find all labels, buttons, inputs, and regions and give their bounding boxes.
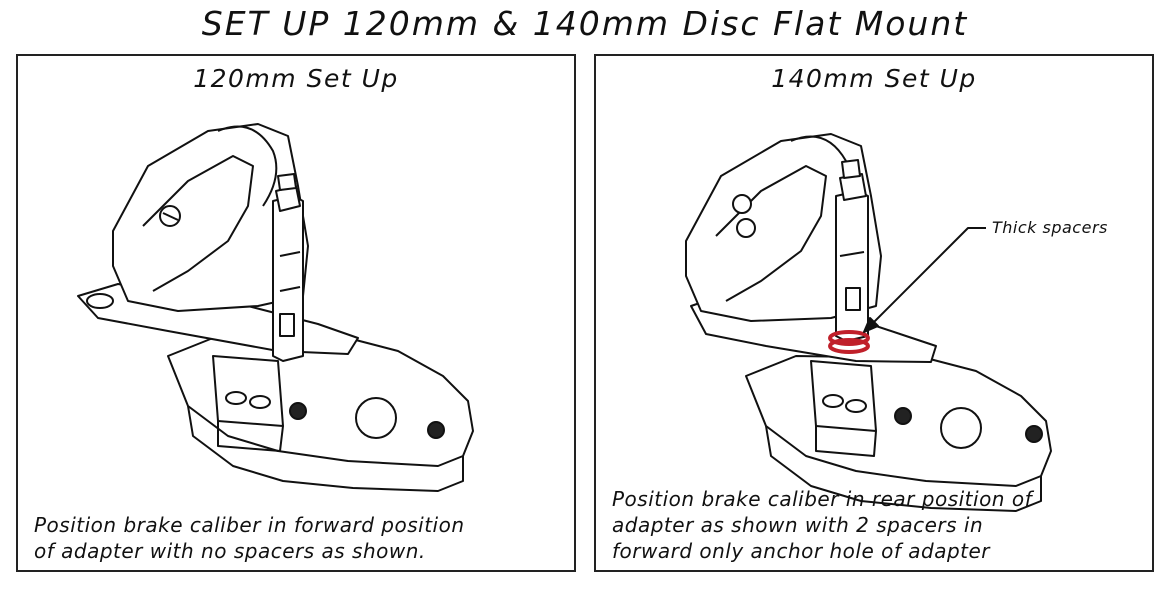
caption-140mm: Position brake caliber in rear position … (612, 486, 1142, 564)
thick-spacer (828, 338, 870, 354)
thick-spacer (828, 330, 870, 346)
caption-line: adapter as shown with 2 spacers in (612, 513, 984, 537)
page-title: SET UP 120mm & 140mm Disc Flat Mount (201, 4, 969, 43)
adapter-center-hole (940, 407, 982, 449)
caption-line: Position brake caliber in forward positi… (34, 513, 465, 537)
panel-title-120mm: 120mm Set Up (193, 64, 399, 93)
callout-thick-spacers: Thick spacers (992, 218, 1108, 237)
bleed-screw (732, 194, 752, 214)
mounting-bolt (835, 190, 869, 342)
caliper-body (685, 133, 882, 322)
callout-arrow (867, 227, 986, 329)
panel-title-140mm: 140mm Set Up (771, 64, 977, 93)
caliper-adapter-illustration-120mm (77, 123, 474, 492)
adapter-bolt-hole (289, 402, 307, 420)
panel-140mm-setup: 140mm Set Up (594, 54, 1154, 572)
adapter-center-hole (355, 397, 397, 439)
panel-120mm-setup: 120mm Set Up (16, 54, 576, 572)
caliper-adapter-illustration-140mm (685, 133, 1052, 512)
adapter-bolt-hole (427, 421, 445, 439)
caption-line: of adapter with no spacers as shown. (34, 539, 426, 563)
adapter-bolt-hole (894, 407, 912, 425)
caliper-body (112, 123, 309, 312)
caption-120mm: Position brake caliber in forward positi… (34, 512, 564, 564)
caption-line: Position brake caliber in rear position … (612, 487, 1033, 511)
caption-line: forward only anchor hole of adapter (612, 539, 991, 563)
bleed-screw (736, 218, 756, 238)
adapter-bolt-hole (1025, 425, 1043, 443)
